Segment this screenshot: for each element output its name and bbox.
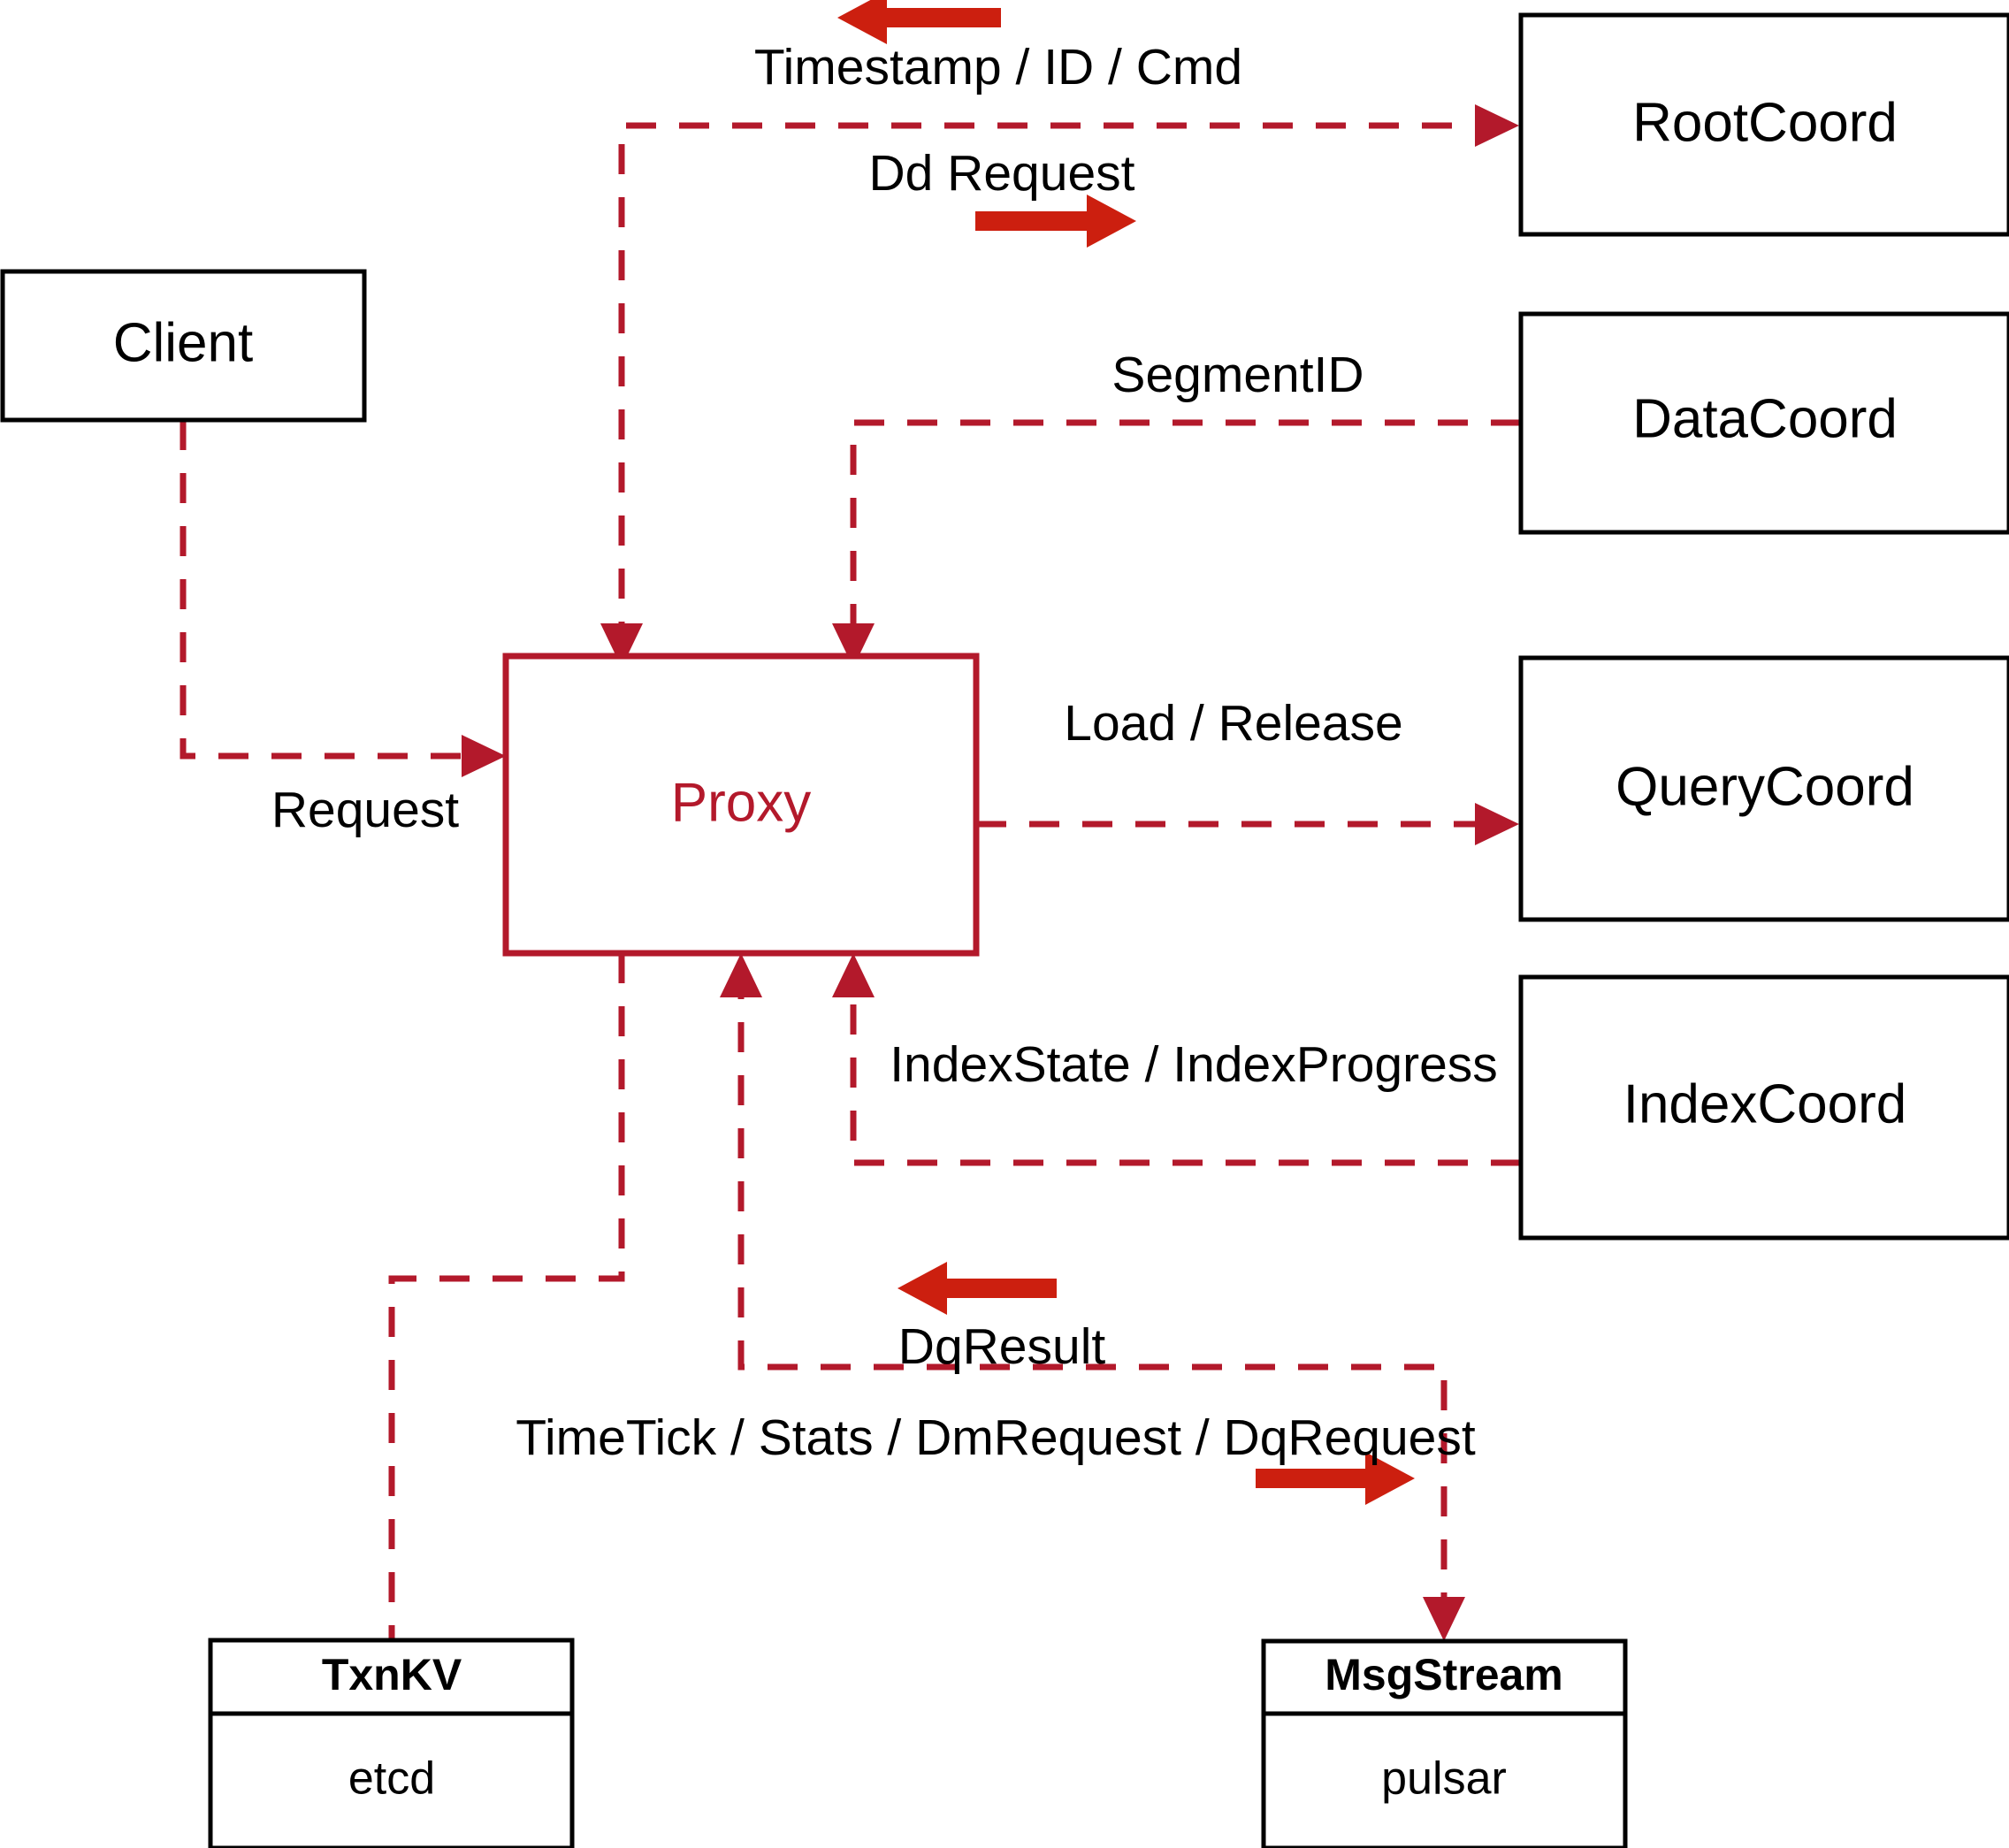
edge-label-dq-result: DqResult [898, 1318, 1106, 1375]
node-txnkv-sublabel: etcd [348, 1753, 435, 1805]
node-indexcoord-label: IndexCoord [1623, 1073, 1907, 1134]
edge-client-proxy-arrowhead [462, 735, 506, 777]
node-proxy[interactable]: Proxy [502, 653, 980, 957]
edge-proxy-rootcoord [618, 122, 1503, 652]
node-rootcoord[interactable]: RootCoord [1518, 12, 2009, 237]
edge-label-timestamp-id-cmd: Timestamp / ID / Cmd [754, 39, 1242, 95]
edge-label-request: Request [271, 782, 459, 838]
node-txnkv-title: TxnKV [322, 1650, 462, 1699]
node-msgstream[interactable]: MsgStream pulsar [1261, 1638, 1628, 1848]
edge-indexcoord-proxy-arrowhead [832, 953, 875, 997]
node-datacoord-label: DataCoord [1632, 388, 1898, 449]
node-indexcoord[interactable]: IndexCoord [1518, 974, 2009, 1241]
edge-datacoord-proxy [850, 419, 1521, 652]
edge-label-load-release: Load / Release [1064, 695, 1402, 752]
edge-label-timetick-stats: TimeTick / Stats / DmRequest / DqRequest [516, 1409, 1476, 1466]
node-proxy-label: Proxy [671, 772, 811, 833]
edge-client-proxy [180, 420, 490, 760]
node-client-label: Client [113, 312, 254, 373]
node-txnkv[interactable]: TxnKV etcd [208, 1638, 575, 1848]
node-rootcoord-label: RootCoord [1632, 92, 1898, 153]
node-querycoord[interactable]: QueryCoord [1518, 655, 2009, 922]
edge-msgstream-proxy-arrowhead [720, 953, 762, 997]
direction-arrow-timestamp [837, 0, 1001, 44]
node-datacoord[interactable]: DataCoord [1518, 311, 2009, 535]
edge-label-index-state-progress: IndexState / IndexProgress [890, 1036, 1498, 1093]
edge-proxy-querycoord-arrowhead [1475, 803, 1519, 845]
edge-proxy-msgstream [737, 969, 1448, 1625]
edge-indexcoord-proxy [850, 969, 1521, 1166]
edge-rootcoord-proxy-arrowhead [600, 623, 643, 668]
edge-proxy-msgstream-arrowhead [1423, 1597, 1465, 1641]
edge-proxy-txnkv [388, 953, 625, 1640]
edge-datacoord-proxy-arrowhead [832, 623, 875, 668]
edge-proxy-rootcoord-arrowhead [1475, 104, 1519, 147]
node-msgstream-title: MsgStream [1325, 1650, 1563, 1699]
direction-arrow-dq-result [898, 1262, 1057, 1315]
direction-arrow-dd-request [975, 195, 1136, 248]
edge-label-segment-id: SegmentID [1111, 347, 1364, 403]
node-querycoord-label: QueryCoord [1616, 756, 1914, 817]
node-msgstream-sublabel: pulsar [1381, 1753, 1507, 1805]
edge-label-dd-request: Dd Request [868, 145, 1134, 202]
direction-arrow-timetick [1256, 1452, 1415, 1505]
node-client[interactable]: Client [0, 269, 367, 423]
